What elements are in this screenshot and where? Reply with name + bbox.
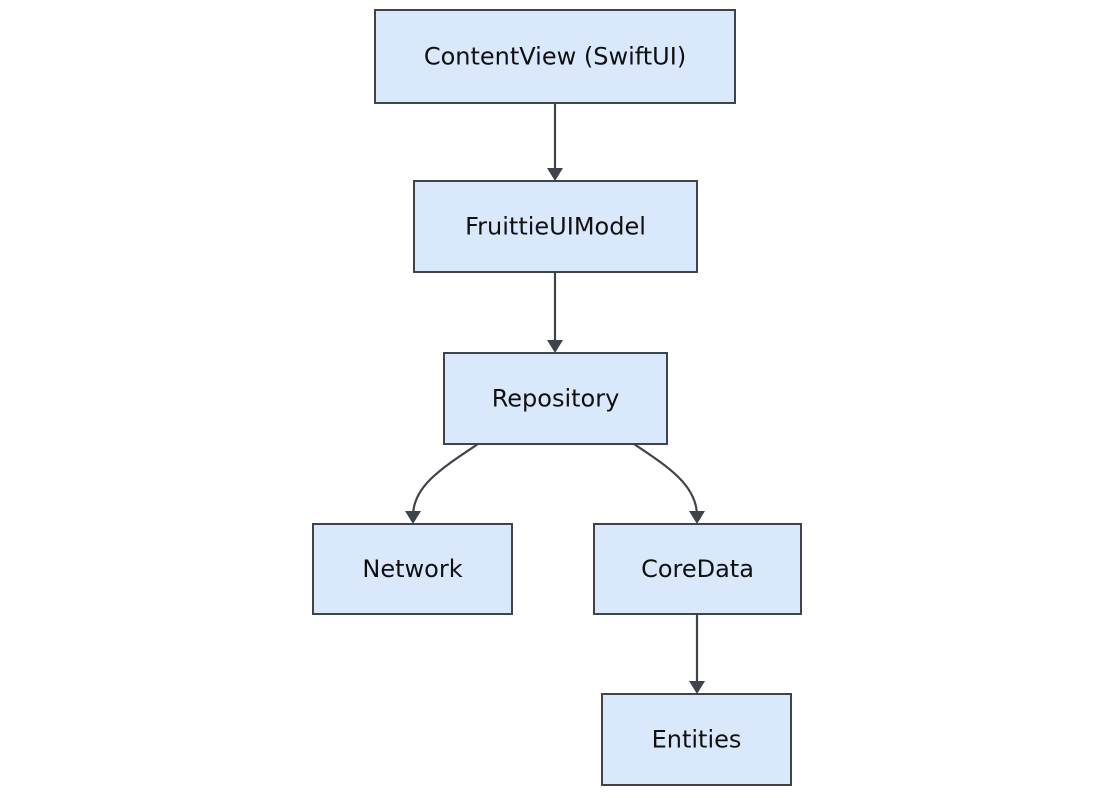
edge-line	[633, 443, 699, 517]
edge-line	[411, 443, 479, 517]
arrowhead-icon	[689, 681, 705, 694]
node-label: Entities	[652, 726, 742, 754]
node-box[interactable]	[413, 180, 698, 273]
node-label: Network	[362, 555, 462, 583]
node-network[interactable]: Network	[312, 523, 513, 615]
edges-layer	[405, 103, 705, 694]
node-entities[interactable]: Entities	[601, 693, 792, 786]
node-label: ContentView (SwiftUI)	[424, 43, 686, 71]
edge-repository-to-network	[405, 443, 479, 524]
nodes-layer: ContentView (SwiftUI) FruittieUIModelRepo…	[312, 9, 802, 786]
arrowhead-icon	[689, 511, 705, 524]
node-label: Repository	[492, 385, 620, 413]
edge-repository-to-coredata	[633, 443, 705, 524]
arrowhead-icon	[547, 340, 563, 353]
edge-contentview-to-fruittieuimodel	[547, 103, 563, 181]
node-box[interactable]	[374, 9, 736, 104]
edge-fruittieuimodel-to-repository	[547, 272, 563, 353]
node-box[interactable]	[601, 693, 792, 786]
node-coredata[interactable]: CoreData	[593, 523, 802, 615]
node-box[interactable]	[312, 523, 513, 615]
node-label: FruittieUIModel	[465, 213, 646, 241]
node-label: CoreData	[641, 555, 754, 583]
node-box[interactable]	[443, 352, 668, 445]
arrowhead-icon	[547, 168, 563, 181]
node-contentview[interactable]: ContentView (SwiftUI)	[374, 9, 736, 104]
node-box[interactable]	[593, 523, 802, 615]
node-repository[interactable]: Repository	[443, 352, 668, 445]
node-fruittieuimodel[interactable]: FruittieUIModel	[413, 180, 698, 273]
arrowhead-icon	[405, 511, 421, 524]
edge-coredata-to-entities	[689, 614, 705, 694]
